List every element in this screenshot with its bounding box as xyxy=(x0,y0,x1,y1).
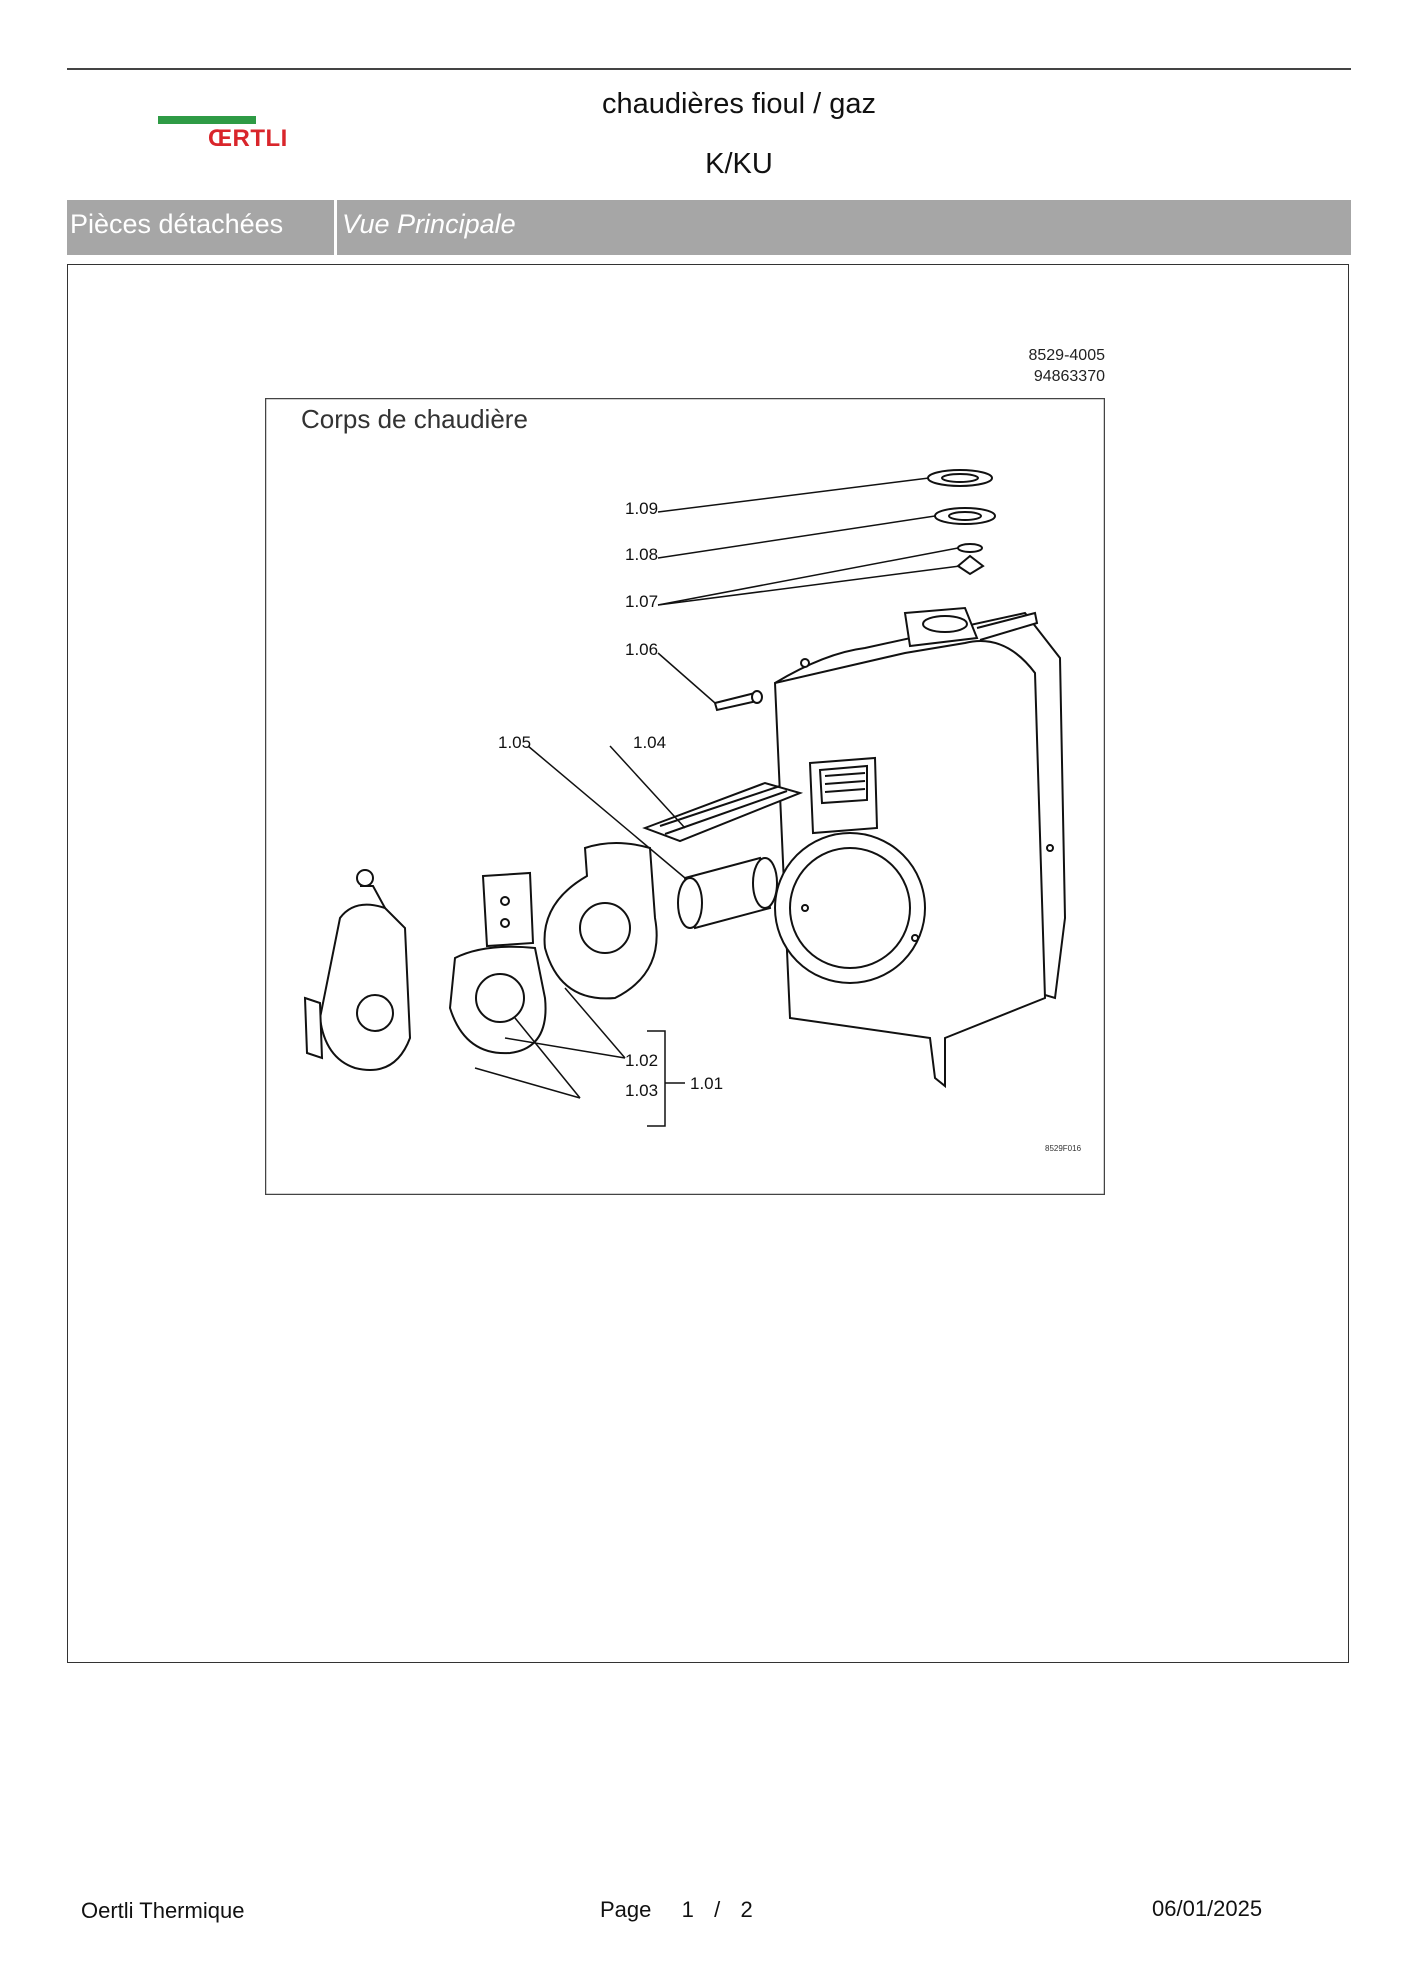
section-label: Pièces détachées xyxy=(70,209,284,239)
footer-date: 06/01/2025 xyxy=(1152,1896,1263,1921)
callout-1-07: 1.07 xyxy=(625,592,658,611)
page-current: 1 xyxy=(681,1897,694,1922)
footer-company: Oertli Thermique xyxy=(81,1898,245,1923)
drawing-code: 8529F016 xyxy=(1045,1144,1082,1153)
page-total: 2 xyxy=(740,1897,753,1922)
leader-lines xyxy=(474,477,961,1127)
tube-part xyxy=(677,856,778,930)
section-bar-divider xyxy=(334,200,337,255)
oertli-logo: ŒRTLI xyxy=(158,113,308,155)
insulation-plate-rear xyxy=(543,842,658,1000)
top-rule xyxy=(67,68,1351,70)
callout-1-08: 1.08 xyxy=(625,545,658,564)
document-title: chaudières fioul / gaz xyxy=(601,88,877,120)
document-subtitle: K/KU xyxy=(705,148,773,180)
gasket-parts xyxy=(927,469,996,576)
footer-page-indicator: Page 1 / 2 xyxy=(600,1897,753,1923)
callout-1-01: 1.01 xyxy=(690,1074,723,1093)
callout-1-06: 1.06 xyxy=(625,640,658,659)
logo-green-bar xyxy=(158,116,256,124)
boiler-door xyxy=(303,869,412,1071)
boiler-body xyxy=(773,606,1067,1089)
callout-1-02: 1.02 xyxy=(625,1051,658,1070)
exploded-view-drawing: Corps de chaudière xyxy=(265,398,1105,1195)
callout-1-04: 1.04 xyxy=(633,733,666,752)
view-label: Vue Principale xyxy=(342,209,516,239)
page-label: Page xyxy=(600,1897,652,1922)
callout-1-03: 1.03 xyxy=(625,1081,658,1100)
reference-code-1: 8529-4005 xyxy=(1028,347,1105,364)
reference-codes: 8529-4005 94863370 xyxy=(900,345,1105,387)
reference-code-2: 94863370 xyxy=(1033,368,1105,385)
callout-1-05: 1.05 xyxy=(498,733,531,752)
logo-text: ŒRTLI xyxy=(208,125,288,152)
figure-caption: Corps de chaudière xyxy=(301,404,528,434)
content-frame xyxy=(67,264,1349,1663)
callout-1-09: 1.09 xyxy=(625,499,658,518)
screw-part xyxy=(713,690,763,712)
page-separator: / xyxy=(714,1897,721,1922)
section-bar xyxy=(67,200,1351,255)
